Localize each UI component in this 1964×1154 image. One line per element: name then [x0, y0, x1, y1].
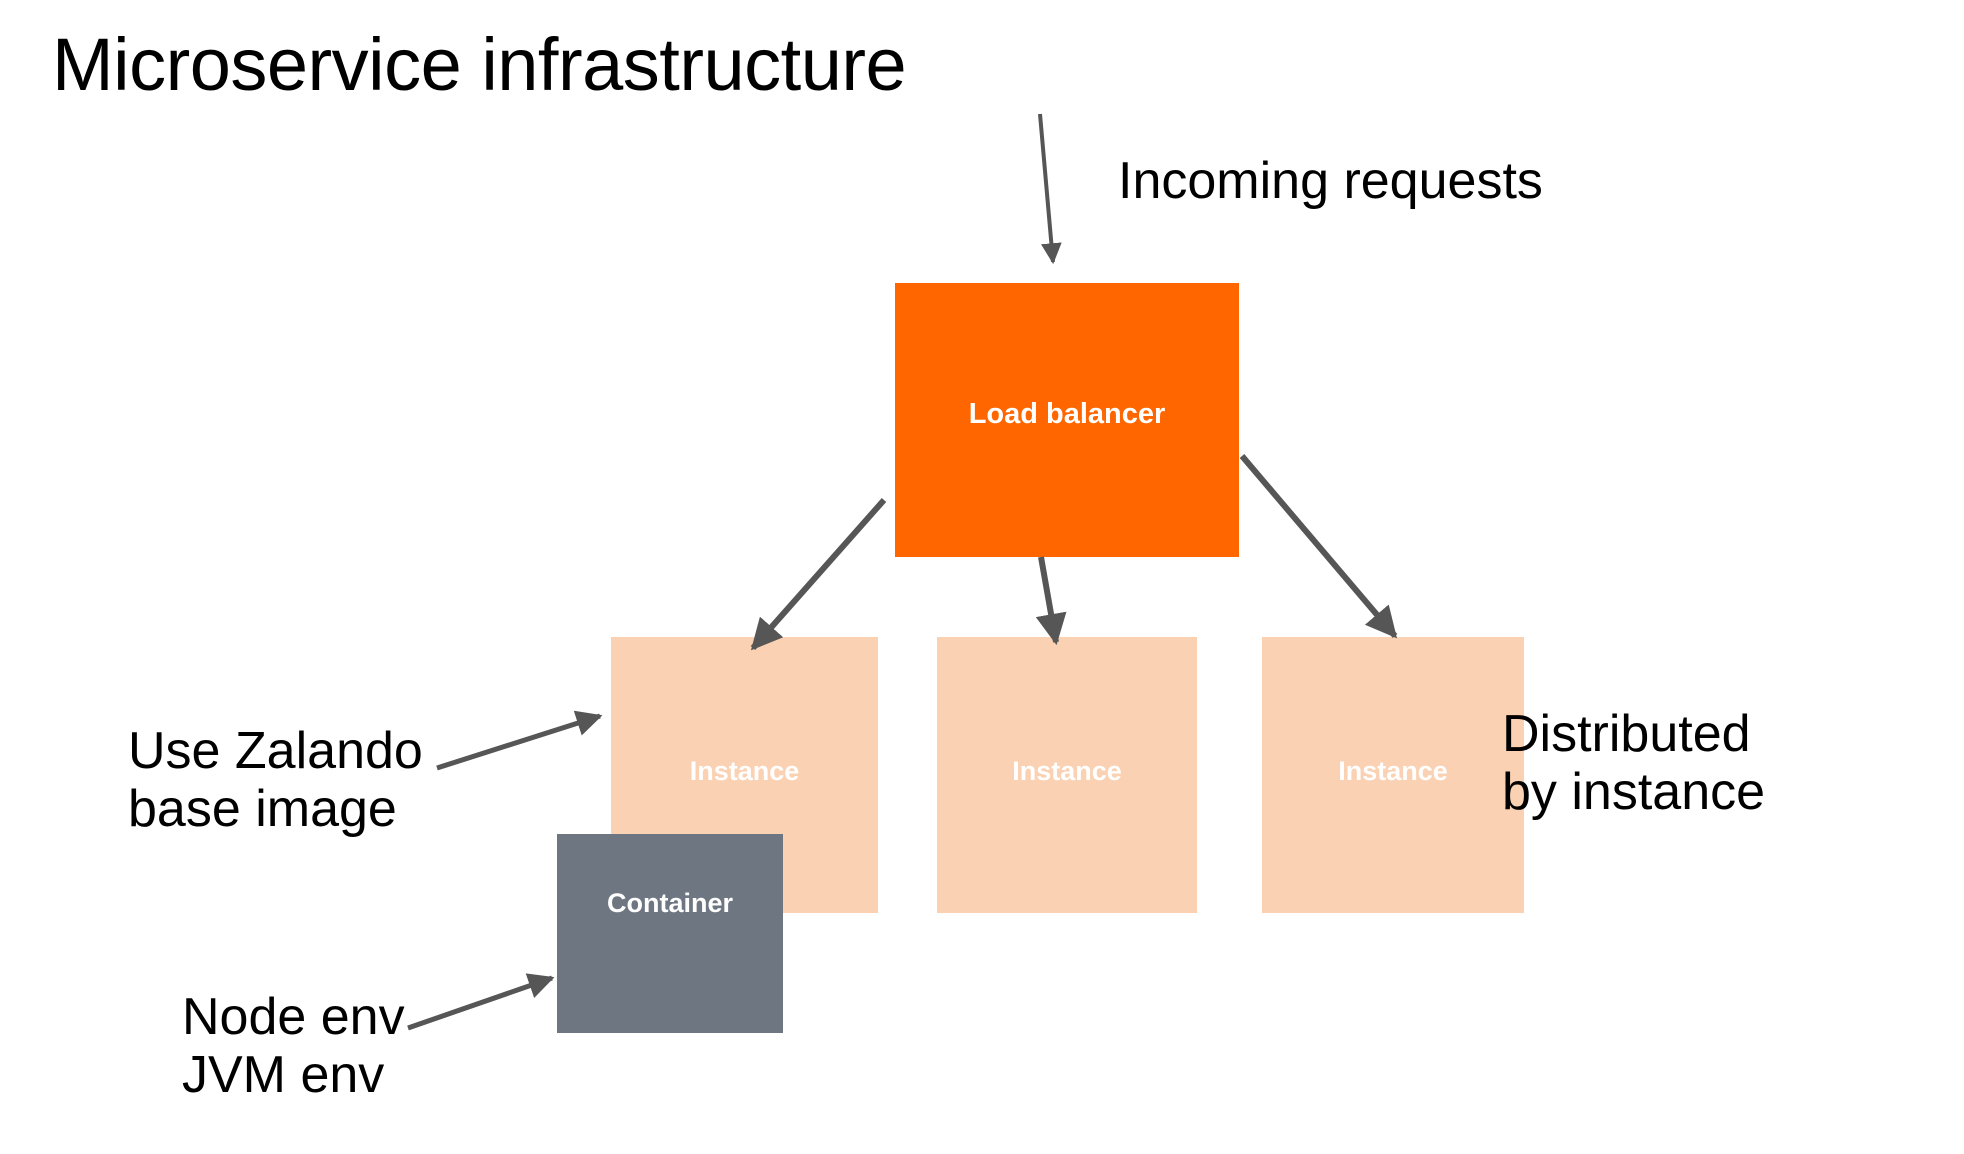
annotation-zalando-line-1: Use Zalando	[128, 722, 423, 780]
annotation-zalando-line-2: base image	[128, 780, 397, 839]
page-title: Microservice infrastructure	[52, 23, 907, 106]
arrow-incoming-to-load-balancer	[1038, 113, 1062, 265]
annotation-distributed-by-instance: Distributed by instance	[1502, 705, 1765, 821]
annotation-incoming-requests-line-1: Incoming requests	[1118, 152, 1543, 210]
annotation-node-env-line-1: Node env	[182, 988, 405, 1046]
node-load-balancer[interactable]: Load balancer	[895, 283, 1239, 557]
node-container-label: Container	[606, 888, 733, 918]
annotation-node-env-line-2: JVM env	[182, 1046, 385, 1105]
node-container[interactable]: Container	[557, 834, 783, 1033]
node-instance-2-label: Instance	[1012, 755, 1122, 786]
node-instance-3-label: Instance	[1338, 755, 1448, 786]
arrow-load-balancer-to-instance-1	[750, 498, 887, 651]
node-instance-2[interactable]: Instance	[937, 637, 1197, 913]
node-instance-3[interactable]: Instance	[1262, 637, 1524, 913]
node-load-balancer-label: Load balancer	[968, 397, 1166, 430]
arrow-zalando-note-to-instance-1	[436, 710, 603, 771]
node-instance-1-label: Instance	[689, 755, 800, 786]
annotation-use-zalando-base-image: Use Zalando base image	[128, 722, 423, 838]
arrow-node-env-note-to-container	[407, 973, 555, 1031]
annotation-distributed-line-1: Distributed	[1502, 705, 1751, 763]
annotation-incoming-requests: Incoming requests	[1118, 152, 1543, 210]
arrow-load-balancer-to-instance-2	[1035, 556, 1067, 646]
annotation-distributed-line-2: by instance	[1502, 763, 1766, 822]
annotation-node-env-jvm-env: Node env JVM env	[182, 988, 405, 1104]
arrow-load-balancer-to-instance-3	[1239, 454, 1398, 639]
